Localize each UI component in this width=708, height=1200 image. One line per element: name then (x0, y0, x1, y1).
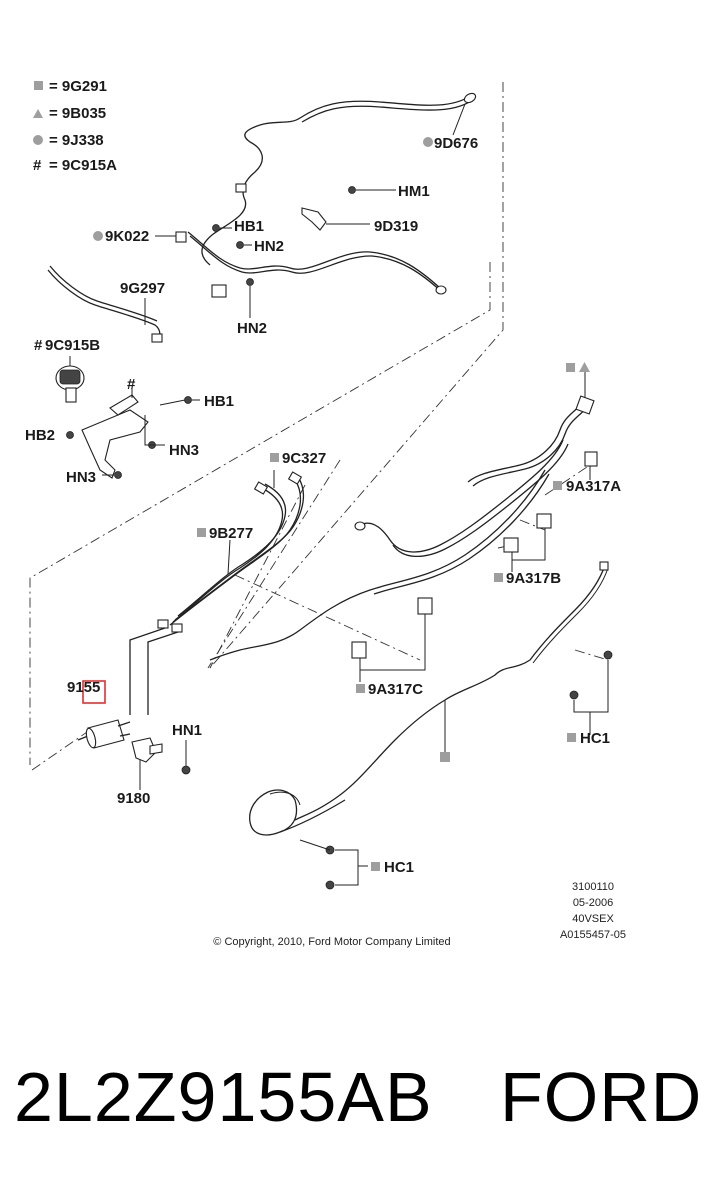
callout-hc1-lower: HC1 (384, 859, 414, 876)
callout-9155: 9155 (67, 679, 100, 696)
callout-hb1-lower: HB1 (204, 393, 234, 410)
callout-hb1-upper: HB1 (234, 218, 264, 235)
callout-hash: # (127, 376, 136, 393)
drawing-info-block: 3100110 05-2006 40VSEX A0155457-05 (560, 881, 626, 941)
callout-hn1: HN1 (172, 722, 202, 739)
callout-9b277: 9B277 (209, 525, 253, 542)
marker-square-icon (494, 573, 503, 582)
callout-9a317b: 9A317B (506, 570, 561, 587)
legend-item-circle: = 9J338 (49, 132, 104, 149)
marker-square-icon (197, 528, 206, 537)
callout-hc1-right: HC1 (580, 730, 610, 747)
brand-name: FORD (500, 1058, 703, 1136)
callout-hn2-lower: HN2 (237, 320, 267, 337)
callout-hn3-left: HN3 (66, 469, 96, 486)
marker-square-icon (270, 453, 279, 462)
upper-fittings (93, 103, 466, 325)
legend-item-triangle: = 9B035 (49, 105, 106, 122)
callout-9c327: 9C327 (282, 450, 326, 467)
callout-labels: 9D676 HM1 9D319 9K022 HB1 HN2 HN2 9G297 … (25, 135, 621, 876)
marker-square-icon (356, 684, 365, 693)
callout-9c915b-hash: # (34, 337, 43, 354)
callout-9c915b: 9C915B (45, 337, 100, 354)
legend-hash-icon: # (33, 157, 42, 174)
callout-hm1: HM1 (398, 183, 430, 200)
marker-square-icon (567, 733, 576, 742)
marker-square-icon (371, 862, 380, 871)
copyright-text: © Copyright, 2010, Ford Motor Company Li… (213, 936, 450, 948)
legend-triangle-icon (33, 109, 43, 118)
callout-9a317a: 9A317A (566, 478, 621, 495)
callout-9d676: 9D676 (434, 135, 478, 152)
info-line-4: A0155457-05 (560, 929, 626, 941)
right-fuel-lines (209, 372, 598, 682)
callout-9180: 9180 (117, 790, 150, 807)
legend-circle-icon (33, 135, 43, 145)
callout-9a317c: 9A317C (368, 681, 423, 698)
dashed-reference-lines (29, 82, 609, 771)
highlight-box (82, 680, 106, 704)
marker-square-icon (553, 481, 562, 490)
callout-hb2: HB2 (25, 427, 55, 444)
legend: = 9G291 = 9B035 = 9J338 # = 9C915A (33, 78, 117, 174)
legend-square-icon (34, 81, 43, 90)
middle-fuel-lines (129, 470, 305, 715)
info-line-1: 3100110 (572, 881, 614, 893)
legend-item-square: = 9G291 (49, 78, 107, 95)
marker-triangle-icon (579, 362, 590, 372)
lower-fuel-line (249, 561, 613, 890)
callout-9d319: 9D319 (374, 218, 418, 235)
upper-vapor-lines (47, 92, 477, 343)
info-line-2: 05-2006 (573, 897, 613, 909)
callout-hn2-upper: HN2 (254, 238, 284, 255)
callout-hn3-right: HN3 (169, 442, 199, 459)
legend-item-hash: = 9C915A (49, 157, 117, 174)
callout-9k022: 9K022 (105, 228, 149, 245)
callout-9g297: 9G297 (120, 280, 165, 297)
purge-valve-bracket (55, 356, 200, 479)
fuel-filter-9155 (77, 680, 191, 790)
part-number: 2L2Z9155AB (14, 1058, 433, 1136)
marker-square-icon (566, 363, 575, 372)
info-line-3: 40VSEX (572, 913, 614, 925)
